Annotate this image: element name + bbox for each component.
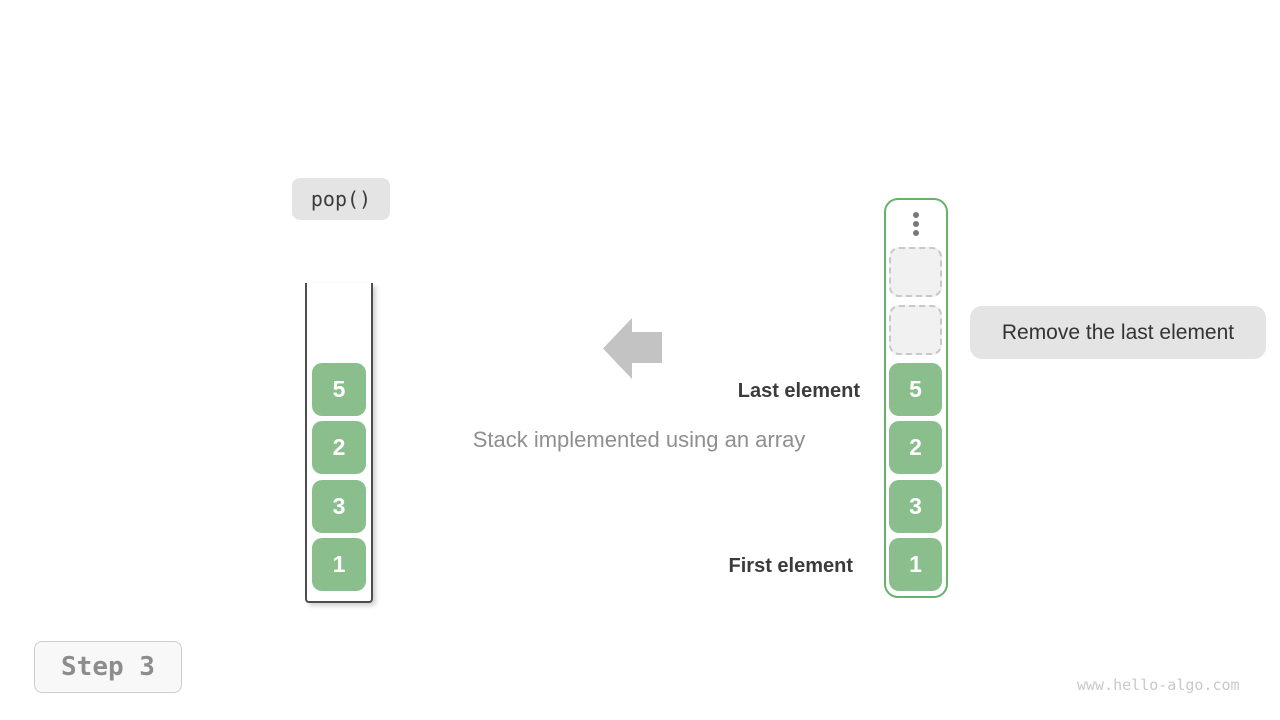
first-element-label: First element bbox=[728, 555, 853, 577]
array-cell: 5 bbox=[889, 363, 942, 416]
array-cell: 1 bbox=[889, 538, 942, 591]
caption-text: Stack implemented using an array bbox=[472, 427, 806, 452]
stack-cell: 1 bbox=[312, 538, 366, 591]
array-container: 5 2 3 1 bbox=[884, 198, 948, 598]
empty-slot bbox=[889, 247, 942, 297]
stack-container: 5 2 3 1 bbox=[305, 283, 373, 603]
pop-operation-label: pop() bbox=[292, 178, 390, 220]
left-arrow-icon bbox=[603, 318, 662, 379]
stack-cell: 2 bbox=[312, 421, 366, 474]
stack-cell: 3 bbox=[312, 480, 366, 533]
remove-annotation-label: Remove the last element bbox=[970, 306, 1266, 359]
step-badge: Step 3 bbox=[34, 641, 182, 693]
vertical-ellipsis-icon bbox=[886, 212, 946, 236]
last-element-label: Last element bbox=[737, 380, 860, 402]
array-cell: 2 bbox=[889, 421, 942, 474]
watermark-text: www.hello-algo.com bbox=[1077, 676, 1240, 694]
stack-cell: 5 bbox=[312, 363, 366, 416]
empty-slot bbox=[889, 305, 942, 355]
array-cell: 3 bbox=[889, 480, 942, 533]
